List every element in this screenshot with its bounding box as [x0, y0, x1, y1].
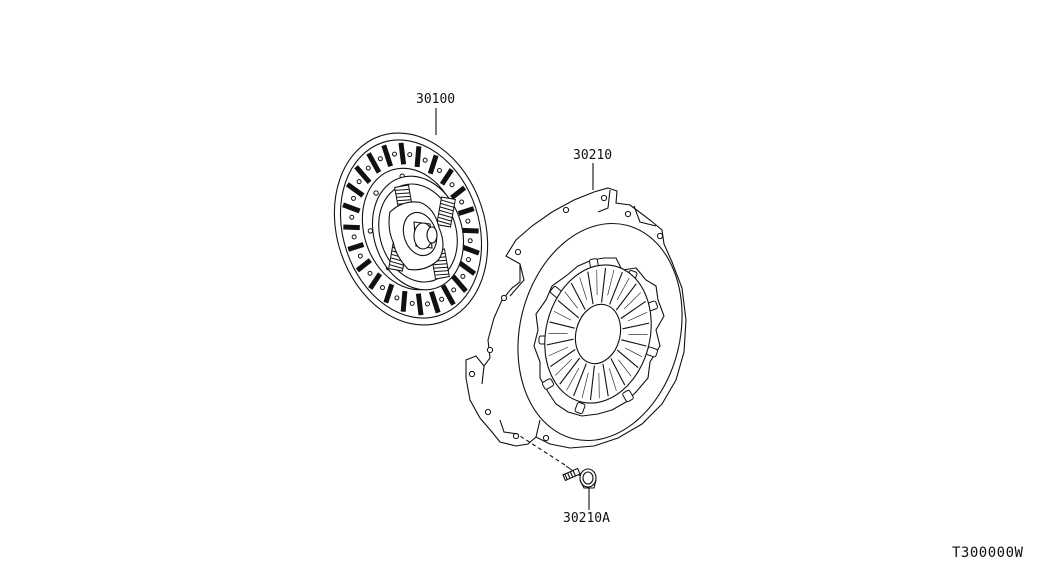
clutch-disc[interactable] — [310, 113, 511, 345]
cover-bolt[interactable] — [562, 465, 597, 489]
leader-bolt-dashed — [519, 435, 566, 466]
part-number-30210: 30210 — [573, 148, 612, 163]
part-number-30100: 30100 — [416, 92, 455, 107]
diagram-code: T300000W — [952, 545, 1024, 561]
clutch-cover-pressure-plate[interactable] — [465, 187, 704, 458]
part-number-30210A: 30210A — [563, 511, 610, 526]
